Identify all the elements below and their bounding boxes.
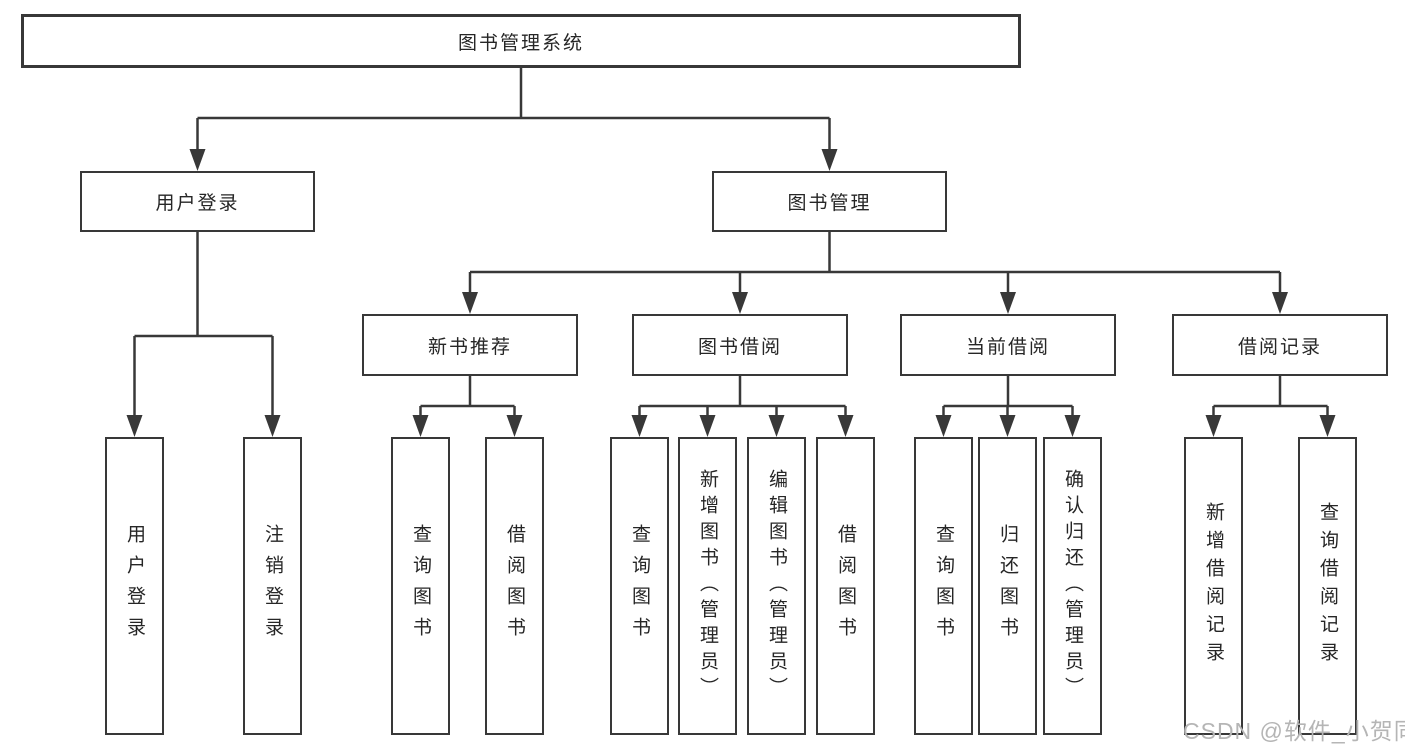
node-label: 图书借阅 [697, 336, 782, 358]
node-label: 图书管理系统 [457, 32, 584, 54]
node-label: 查询借阅记录 [1317, 502, 1338, 670]
leaf-borrow-books-borrowing: 借阅图书 [816, 437, 875, 735]
node-label: 当前借阅 [965, 336, 1050, 358]
leaf-add-borrow-record: 新增借阅记录 [1184, 437, 1243, 735]
node-label: 查询图书 [933, 524, 954, 648]
leaf-query-borrow-record: 查询借阅记录 [1298, 437, 1357, 735]
csdn-watermark: CSDN @软件_小贺同学 [1183, 718, 1405, 744]
leaf-borrow-books-recommend: 借阅图书 [485, 437, 544, 735]
node-label: 借阅图书 [835, 524, 856, 648]
node-label: 新增借阅记录 [1203, 502, 1224, 670]
node-book-management: 图书管理 [712, 171, 947, 232]
node-label: 借阅图书 [504, 524, 525, 648]
node-label: 注销登录 [262, 524, 283, 648]
node-label: 图书管理 [787, 193, 872, 214]
leaf-logout: 注销登录 [243, 437, 302, 735]
node-label: 新书推荐 [427, 336, 512, 358]
node-user-login: 用户登录 [80, 171, 315, 232]
leaf-query-books-recommend: 查询图书 [391, 437, 450, 735]
node-book-borrowing: 图书借阅 [632, 314, 848, 376]
node-current-borrowing: 当前借阅 [900, 314, 1116, 376]
node-label: 用户登录 [124, 524, 145, 648]
node-label: 查询图书 [410, 524, 431, 648]
leaf-confirm-return-admin: 确认归还（管理员） [1043, 437, 1102, 735]
leaf-add-book-admin: 新增图书（管理员） [678, 437, 737, 735]
leaf-user-login: 用户登录 [105, 437, 164, 735]
leaf-return-book: 归还图书 [978, 437, 1037, 735]
node-label: 查询图书 [629, 524, 650, 648]
node-label: 归还图书 [997, 524, 1018, 648]
leaf-query-books-borrowing: 查询图书 [610, 437, 669, 735]
leaf-query-books-current: 查询图书 [914, 437, 973, 735]
node-label: 用户登录 [155, 193, 240, 214]
node-label: 新增图书（管理员） [697, 469, 718, 703]
node-label: 编辑图书（管理员） [766, 469, 787, 703]
leaf-edit-book-admin: 编辑图书（管理员） [747, 437, 806, 735]
node-library-management-system: 图书管理系统 [21, 14, 1021, 68]
node-label: 借阅记录 [1237, 336, 1322, 358]
node-borrowing-records: 借阅记录 [1172, 314, 1388, 376]
node-label: 确认归还（管理员） [1062, 469, 1083, 703]
node-new-book-recommend: 新书推荐 [362, 314, 578, 376]
